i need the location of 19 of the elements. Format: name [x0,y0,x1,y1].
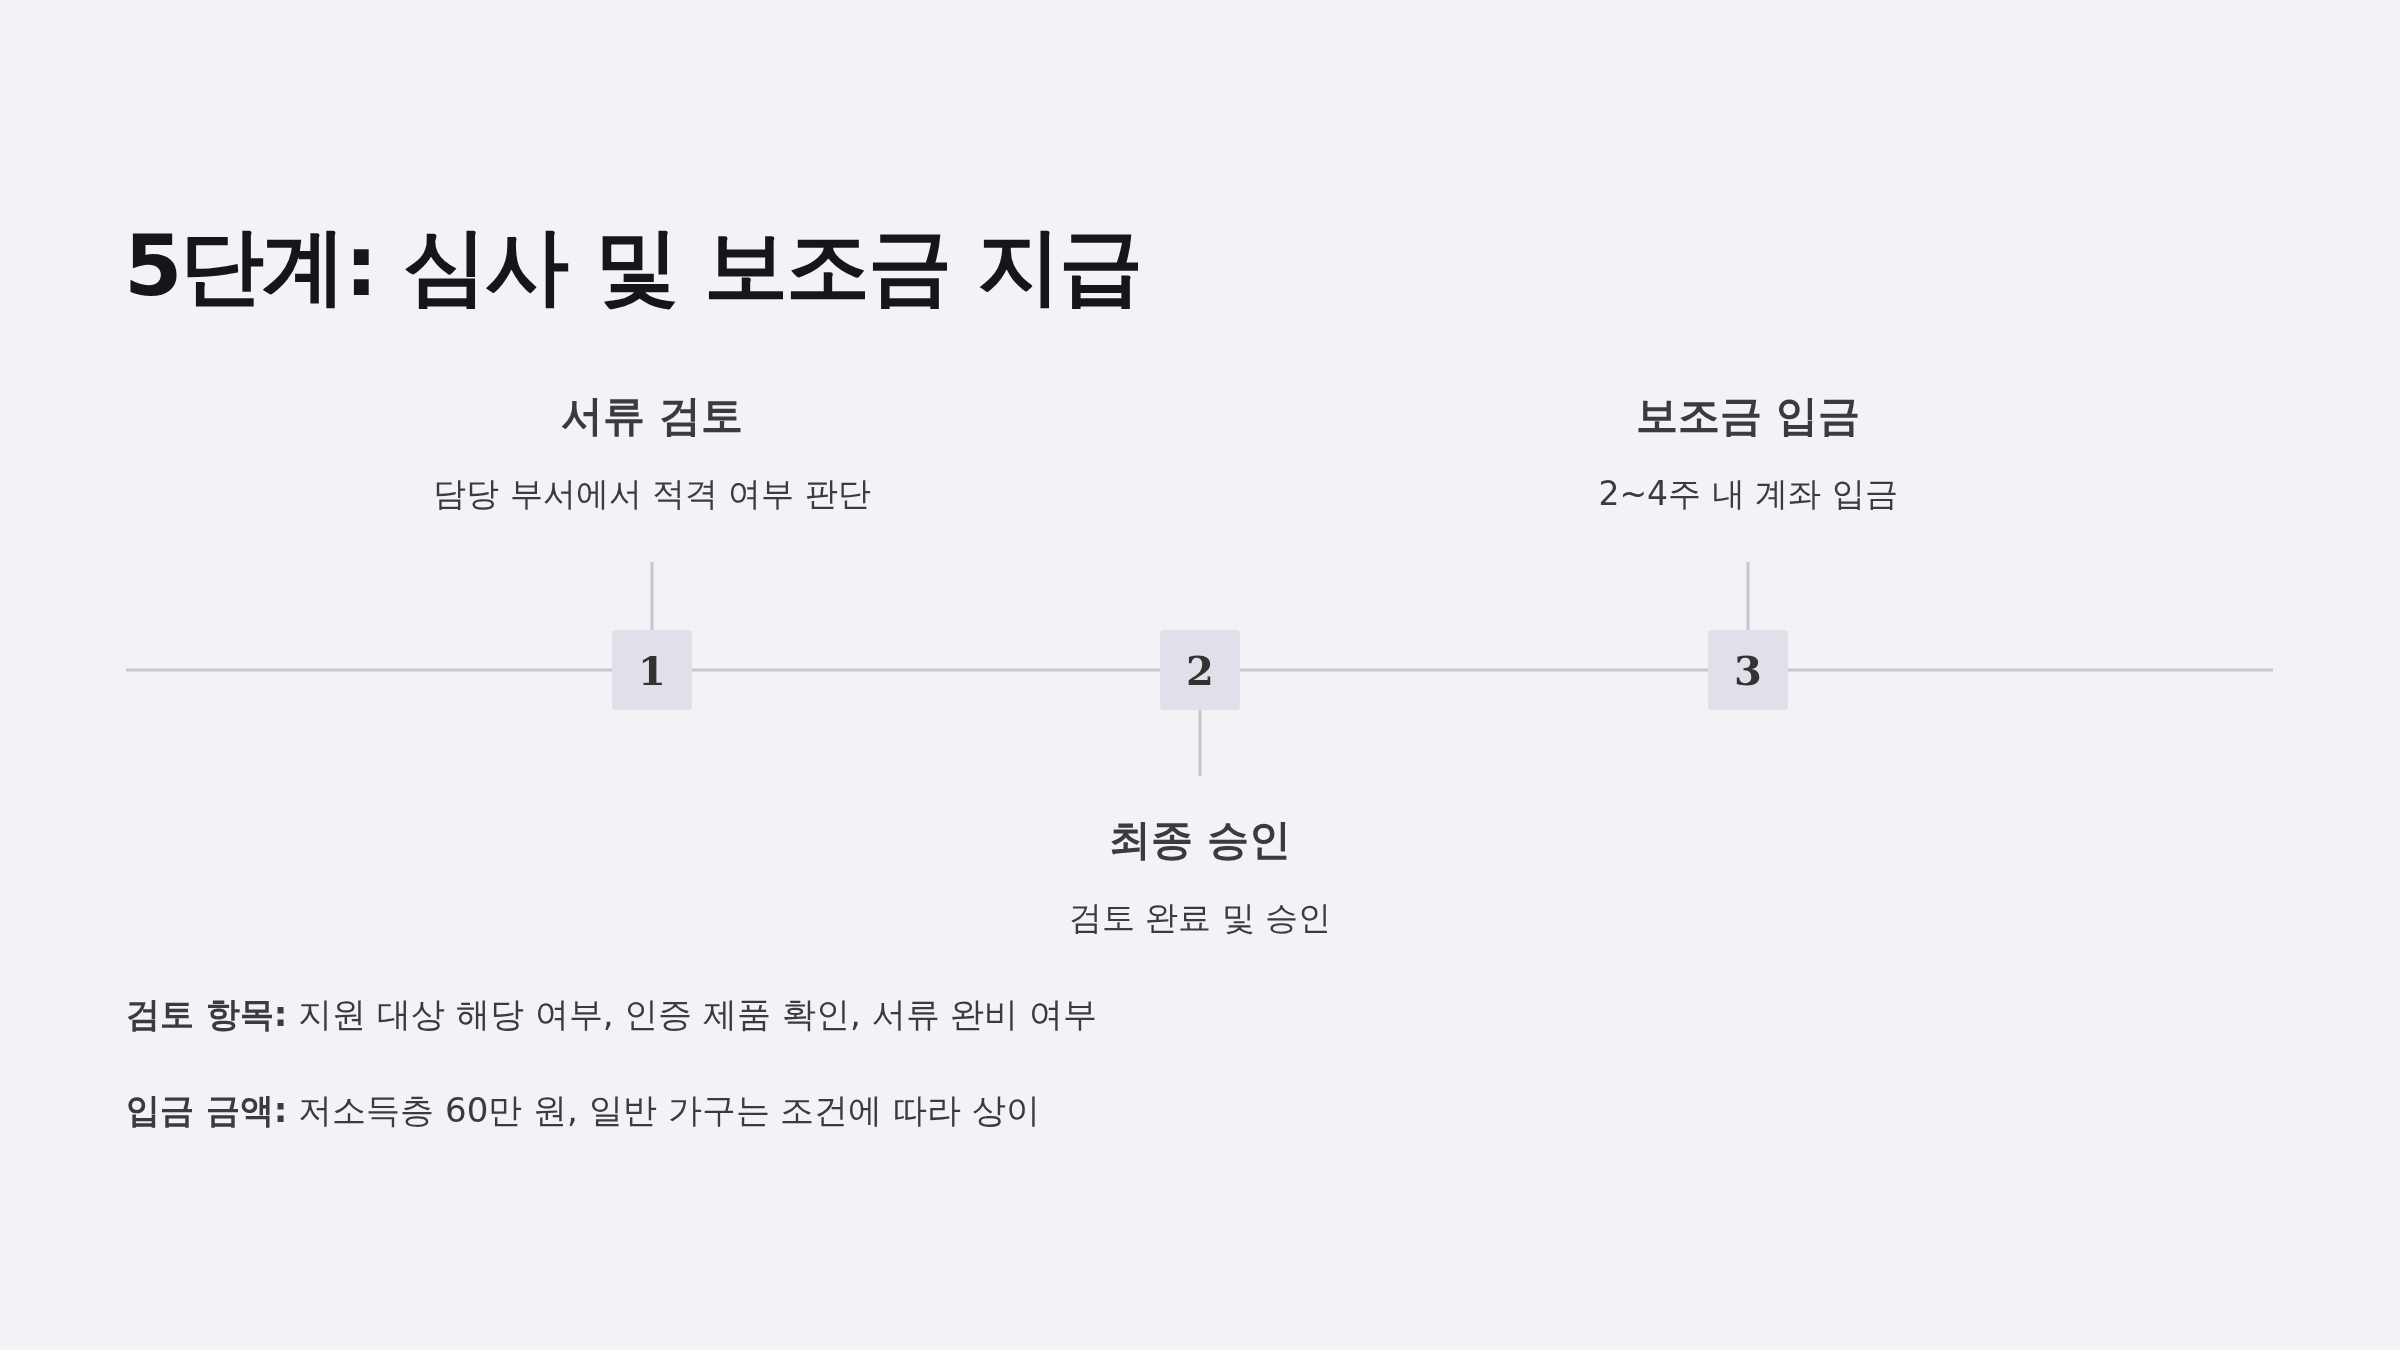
step-description: 2~4주 내 계좌 입금 [1597,473,1899,515]
title: 5단계: 심사 및 보조금 지급 [124,216,1141,317]
timeline-line [1788,668,2273,672]
step-title: 최종 승인 [1107,814,1293,866]
step-number: 2 [1186,646,1214,694]
timeline-line [692,668,1160,672]
timeline-line [126,668,612,672]
timeline-line [1240,668,1708,672]
step-description: 검토 완료 및 승인 [1067,897,1333,939]
note-text: 입금 금액: 저소득층 60만 원, 일반 가구는 조건에 따라 상이 [126,1089,1040,1132]
step-number-box [1708,630,1788,710]
step-number: 1 [638,646,666,694]
step-number: 3 [1734,646,1762,694]
step-number-box [612,630,692,710]
note-text: 검토 항목: 지원 대상 해당 여부, 인증 제품 확인, 서류 완비 여부 [126,993,1098,1036]
step-description: 담당 부서에서 적격 여부 판단 [432,473,872,515]
step-title: 보조금 입금 [1634,390,1862,442]
step-title: 서류 검토 [559,390,745,442]
step-number-box [1160,630,1240,710]
